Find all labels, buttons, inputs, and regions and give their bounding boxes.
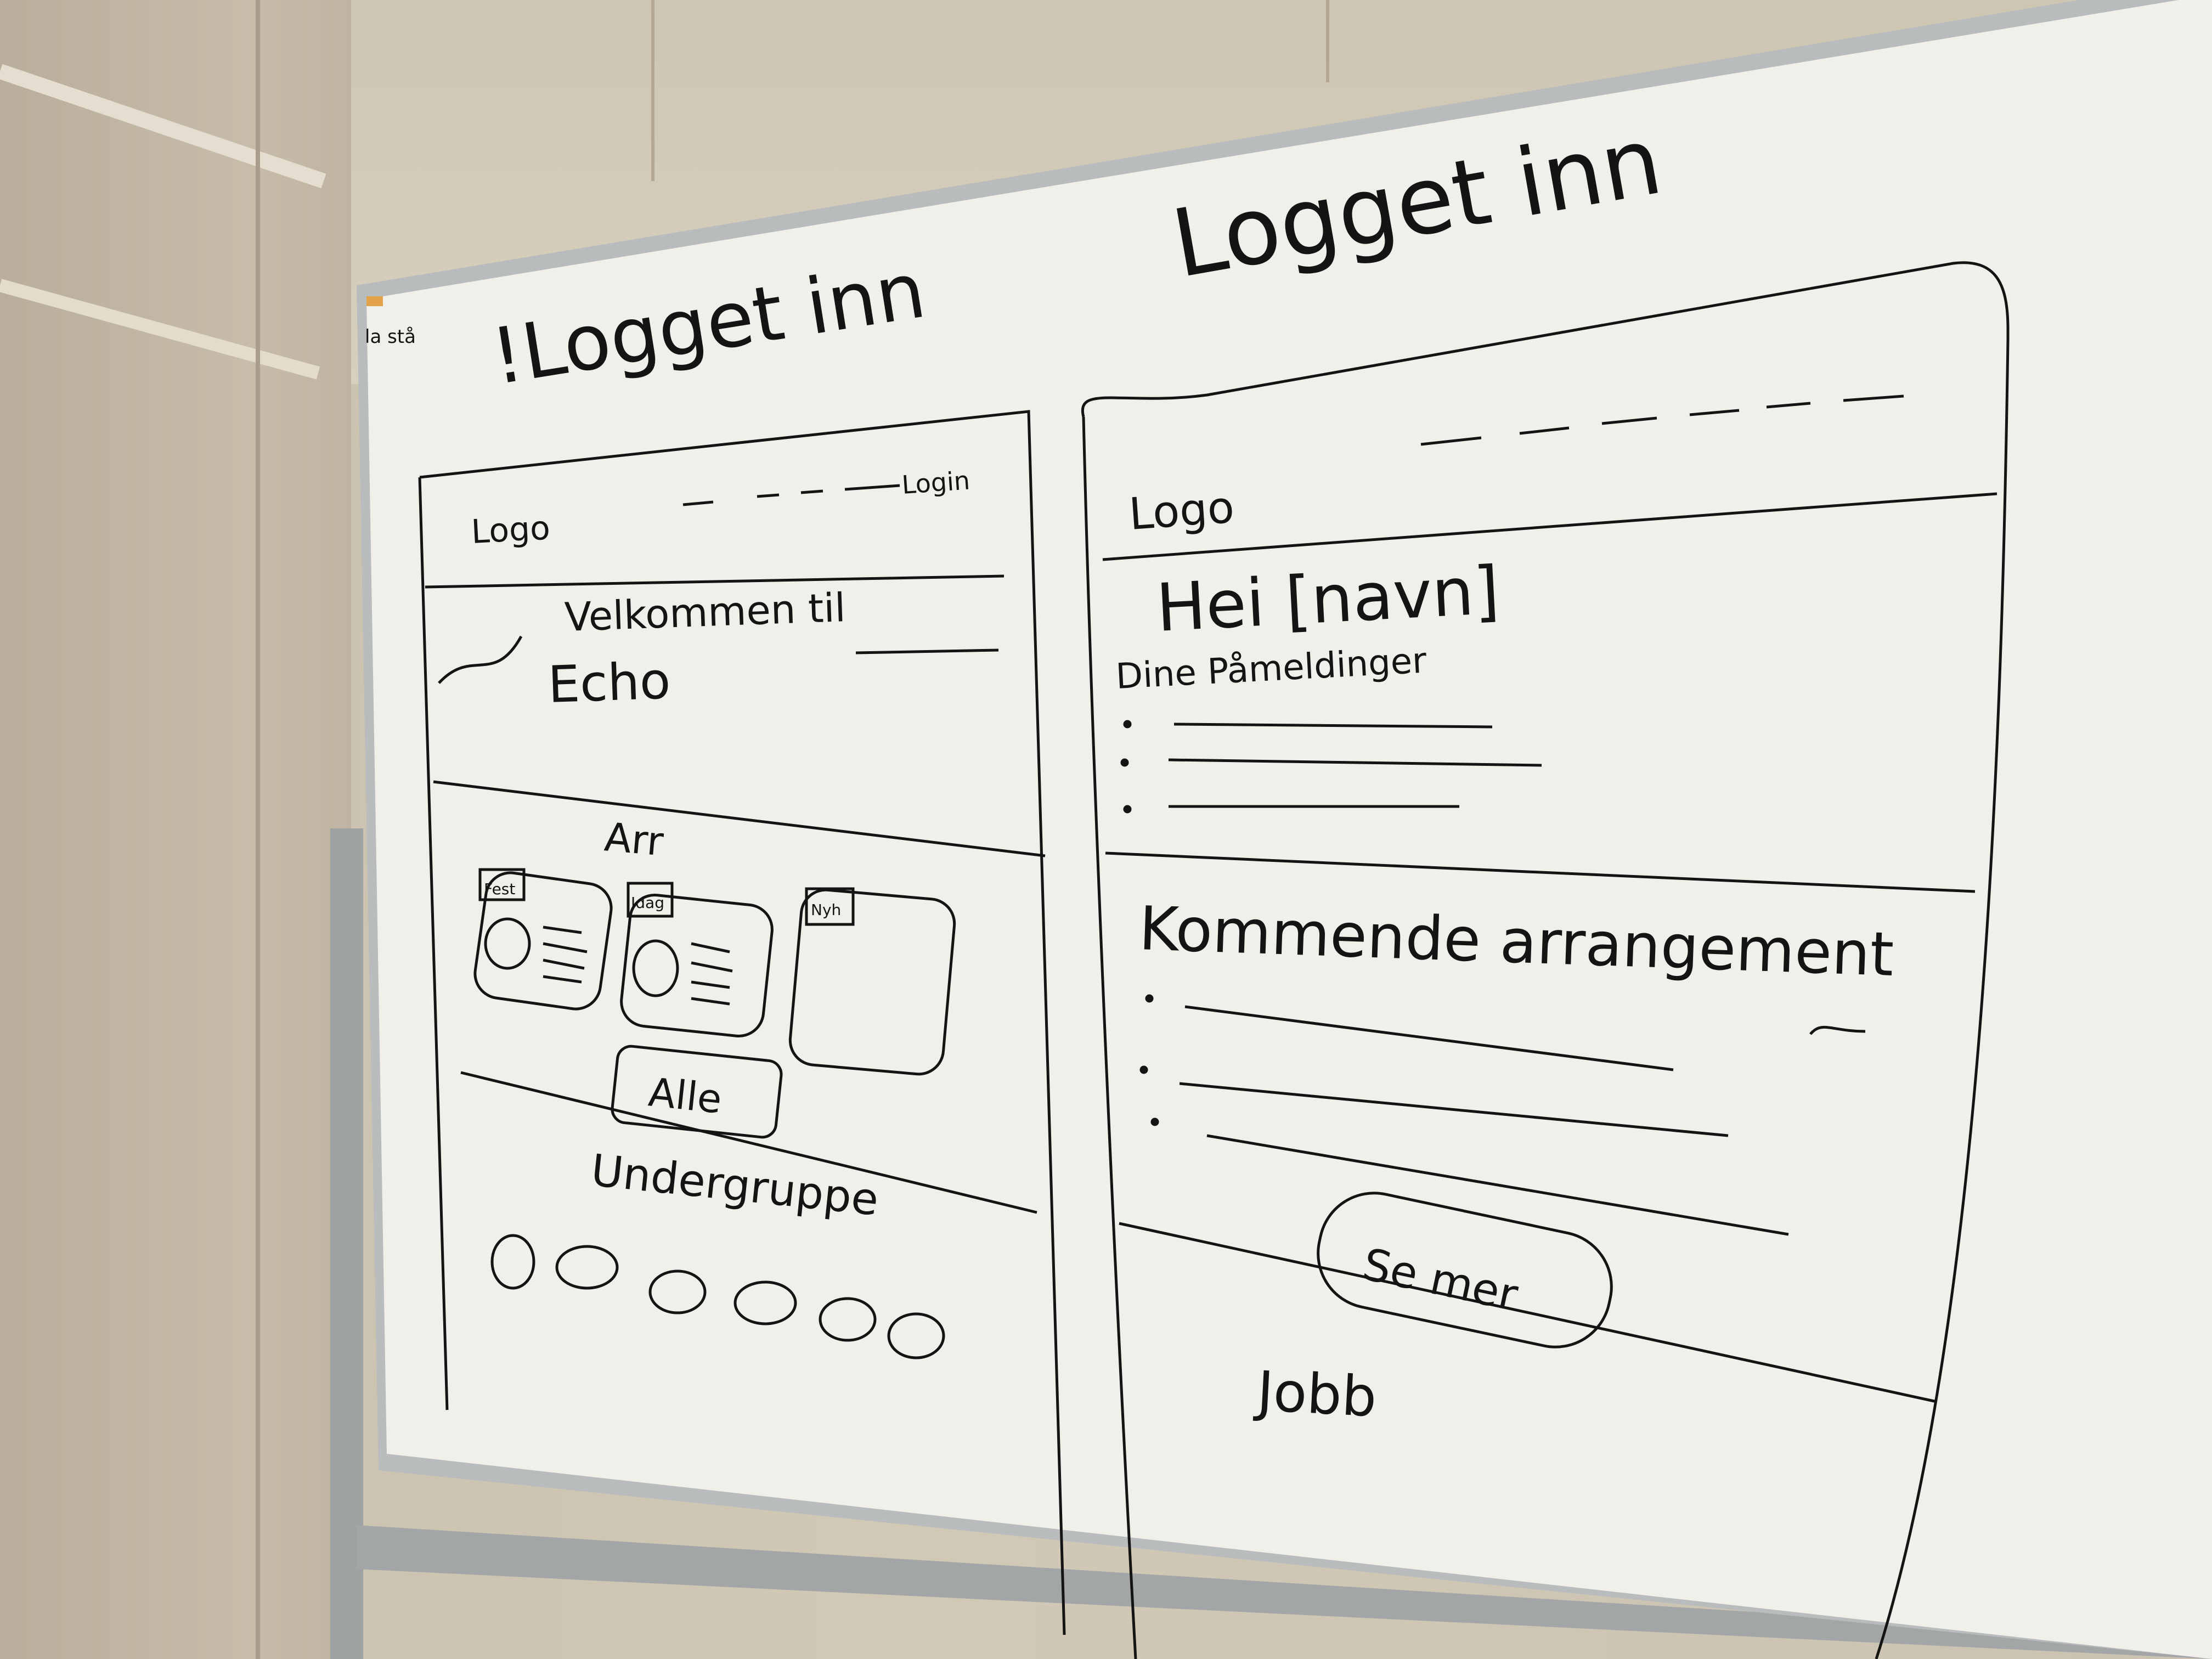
card-tag-1: Fest <box>484 880 515 898</box>
board-surface <box>366 0 2212 1659</box>
subgroup-circle-2 <box>555 1245 619 1290</box>
event-card-1 <box>473 871 613 1011</box>
stand-pole <box>330 828 363 1659</box>
left-events-divider <box>460 1071 1037 1214</box>
card-tag-box-1 <box>478 868 526 901</box>
left-sketch <box>418 410 1066 1635</box>
registration-lines <box>1168 723 1542 808</box>
right-header-divider <box>1102 492 1997 561</box>
all-button-outline <box>611 1045 783 1139</box>
left-logo: Logo <box>470 509 551 551</box>
card-2-text-lines <box>691 942 733 1006</box>
upcoming-bullet-2 <box>1139 1065 1148 1074</box>
subgroup-circle-5 <box>819 1297 877 1342</box>
right-frame <box>1081 261 2010 1659</box>
corner-note: la stå <box>365 326 416 348</box>
see-more-button-outline <box>1317 1192 1613 1348</box>
event-card-3 <box>788 888 956 1076</box>
wall-rail <box>0 279 320 380</box>
left-nav-dashes <box>682 484 900 506</box>
left-hero-divider <box>433 780 1046 857</box>
sticky-marker <box>366 296 383 306</box>
registration-bullet-2 <box>1120 758 1129 767</box>
card-1-image <box>484 917 531 970</box>
card-tag-box-2 <box>627 882 674 918</box>
left-login-link: Login <box>901 465 971 500</box>
left-frame <box>418 410 1066 1635</box>
card-1-text-lines <box>543 926 588 984</box>
registration-bullet-3 <box>1123 805 1132 814</box>
subgroup-circle-1 <box>490 1234 535 1290</box>
stand-crossbar <box>357 1525 2212 1659</box>
right-logo: Logo <box>1127 482 1236 540</box>
welcome-line-1: Velkommen til <box>564 584 847 640</box>
events-heading: Arr <box>603 814 666 865</box>
jobs-heading: Jobb <box>1252 1359 1378 1430</box>
upcoming-bullet-3 <box>1150 1118 1159 1126</box>
card-tag-box-3 <box>805 887 855 926</box>
right-registrations-divider <box>1105 851 1976 893</box>
all-button: Alle <box>646 1069 724 1122</box>
welcome-line-2: Echo <box>547 651 672 714</box>
right-sketch <box>1081 261 2010 1659</box>
subgroup-circle-3 <box>648 1269 707 1314</box>
hero-squiggle <box>438 635 523 684</box>
wall-left <box>0 0 351 1659</box>
event-card-2 <box>620 894 774 1037</box>
upcoming-bullet-1 <box>1145 994 1154 1003</box>
greeting: Hei [navn] <box>1154 552 1501 647</box>
card-tag-2: Idag <box>631 894 664 912</box>
upcoming-mark <box>1809 1025 1866 1035</box>
hero-dash <box>855 648 999 654</box>
left-header-divider <box>425 574 1005 589</box>
card-2-image <box>632 939 679 997</box>
wall-ledge <box>0 64 326 189</box>
subgroup-circle-6 <box>887 1312 945 1359</box>
right-upcoming-divider <box>1119 1222 1937 1403</box>
upcoming-lines <box>1179 1005 1789 1236</box>
subgroup-circle-4 <box>733 1280 797 1325</box>
registration-bullet-1 <box>1123 720 1132 729</box>
right-nav-dashes <box>1420 394 1904 446</box>
card-tag-3: Nyh <box>811 901 841 919</box>
